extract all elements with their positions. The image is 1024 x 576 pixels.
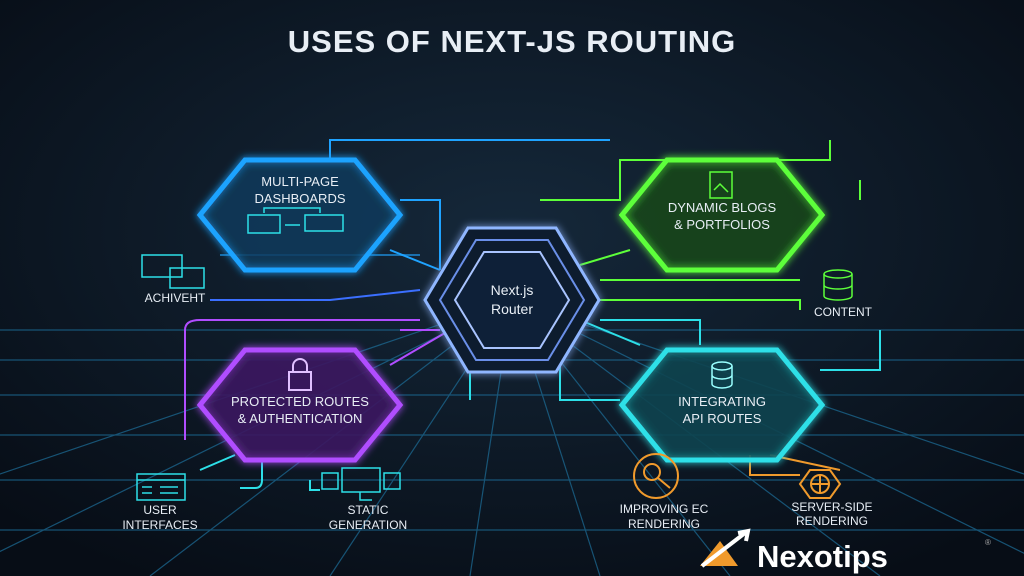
improving-rendering-item: IMPROVING EC RENDERING — [620, 453, 709, 531]
node-dynamic-blogs: DYNAMIC BLOGS & PORTFOLIOS — [618, 157, 826, 273]
logo-text: Nexotips — [757, 539, 888, 574]
node-label: DASHBOARDS — [254, 191, 345, 206]
hexagon — [196, 347, 404, 463]
ssr-item: SERVER-SIDE RENDERING — [791, 469, 873, 528]
magnifier-icon — [633, 453, 679, 499]
lock-icon — [288, 358, 312, 391]
node-protected-routes: PROTECTED ROUTES & AUTHENTICATION — [196, 347, 404, 463]
label: RENDERING — [796, 514, 868, 528]
center-label: Router — [491, 301, 533, 317]
node-multi-page-dashboards: MULTI-PAGE DASHBOARDS — [196, 157, 404, 273]
label: STATIC — [348, 503, 389, 517]
nexotips-logo: Nexotips ® — [700, 528, 991, 574]
achievement-label: ACHIVEHT — [145, 291, 206, 305]
chart-icon — [141, 254, 205, 289]
document-icon — [709, 171, 733, 199]
hexagon — [618, 157, 826, 273]
node-label: PROTECTED ROUTES — [231, 394, 369, 409]
static-generation-item: STATIC GENERATION — [321, 467, 407, 532]
content-item: CONTENT — [814, 269, 873, 319]
content-label: CONTENT — [814, 305, 873, 319]
label: USER — [143, 503, 177, 517]
node-label: MULTI-PAGE — [261, 174, 339, 189]
registered-mark: ® — [985, 538, 991, 547]
globe-icon — [798, 469, 842, 499]
browser-window-icon — [136, 473, 186, 501]
node-label: & PORTFOLIOS — [674, 217, 770, 232]
label: IMPROVING EC — [620, 502, 709, 516]
page-title: USES OF NEXT-JS ROUTING — [288, 24, 736, 59]
database-icon — [823, 269, 853, 301]
hexagon — [618, 347, 826, 463]
label: RENDERING — [628, 517, 700, 531]
pages-hand-icon — [321, 467, 401, 501]
center-label: Next.js — [491, 282, 534, 298]
node-api-routes: INTEGRATING API ROUTES — [618, 347, 826, 463]
database-icon — [711, 361, 733, 389]
node-label: API ROUTES — [683, 411, 762, 426]
label: SERVER-SIDE — [791, 500, 872, 514]
center-router: Next.js Router — [423, 226, 601, 374]
node-label: DYNAMIC BLOGS — [668, 200, 777, 215]
node-label: INTEGRATING — [678, 394, 766, 409]
achievement-item: ACHIVEHT — [141, 254, 206, 305]
node-label: & AUTHENTICATION — [238, 411, 363, 426]
dashboard-icon — [247, 207, 344, 234]
hexagon — [196, 157, 404, 273]
label: INTERFACES — [122, 518, 197, 532]
user-interfaces-item: USER INTERFACES — [122, 473, 198, 532]
label: GENERATION — [329, 518, 407, 532]
